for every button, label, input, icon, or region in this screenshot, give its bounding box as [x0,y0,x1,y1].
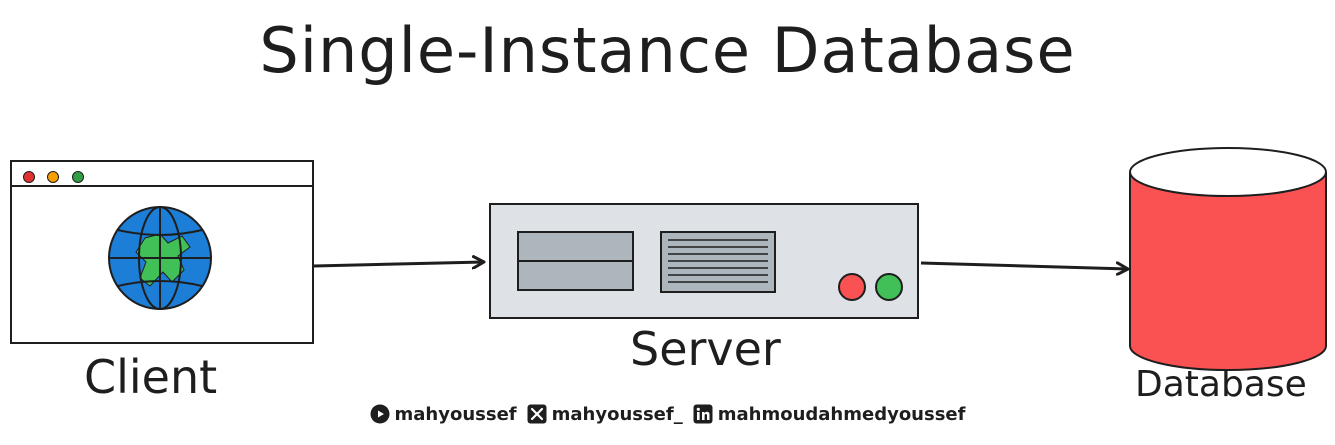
globe-icon [108,206,212,310]
server-label: Server [630,322,781,376]
server-vent-panel [660,231,776,293]
linkedin-icon [693,404,713,424]
server-status-light-green [875,273,903,301]
x-handle: mahyoussef_ [551,403,683,425]
diagram-title: Single-Instance Database [259,14,1076,87]
arrow-client-to-server [313,262,484,266]
window-maximize-dot [72,171,84,183]
server-status-light-red [838,273,866,301]
linkedin-handle: mahmoudahmedyoussef [717,403,966,425]
client-node [10,160,314,344]
linkedin-link[interactable]: mahmoudahmedyoussef [693,403,966,425]
database-label: Database [1135,364,1307,405]
window-close-dot [23,171,35,183]
database-cylinder-icon [1129,147,1327,371]
arrow-server-to-database [920,261,1128,269]
server-icon [489,203,919,319]
x-icon [527,404,547,424]
client-label: Client [84,350,218,404]
youtube-icon [370,404,390,424]
social-footer: mahyoussef mahyoussef_ mahmoudahmedyouss… [0,400,1335,428]
youtube-handle: mahyoussef [394,403,517,425]
x-link[interactable]: mahyoussef_ [527,404,683,425]
youtube-link[interactable]: mahyoussef [370,404,517,425]
window-minimize-dot [47,171,59,183]
